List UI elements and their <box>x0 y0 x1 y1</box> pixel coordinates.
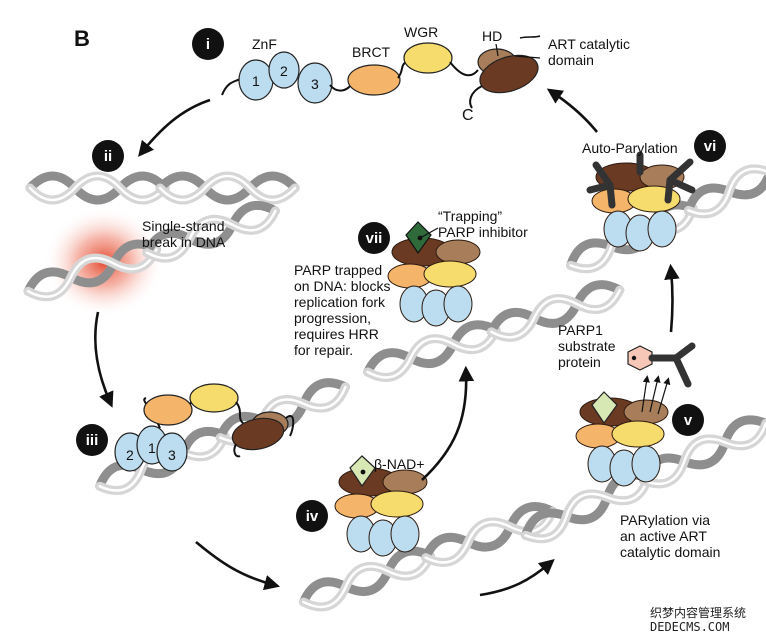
label-c-terminus: C <box>462 107 474 124</box>
step-badge-ii: ii <box>92 140 124 172</box>
art-domain <box>479 54 539 94</box>
iii-znf-3 <box>156 432 188 472</box>
step-iv-nad-complex <box>299 455 556 613</box>
step-badge-v: v <box>672 404 704 436</box>
step-badge-i: i <box>192 28 224 60</box>
wgr-domain <box>403 42 453 74</box>
brct-domain <box>347 64 401 96</box>
step-iii-parp-binding: 2 1 3 <box>95 376 350 498</box>
label-brct: BRCT <box>352 44 391 60</box>
step-badge-iv: iv <box>296 500 328 532</box>
step-badge-vi: vi <box>694 130 726 162</box>
arrow-iv-to-v <box>479 558 555 597</box>
iii-znf-number-3: 3 <box>168 447 176 463</box>
znf-domain-3 <box>297 62 333 104</box>
arrow-vi-to-i <box>546 88 599 133</box>
label-parylation: PARylation via an active ART catalytic d… <box>620 512 721 560</box>
znf-domain-2 <box>268 51 300 89</box>
label-auto-parylation: Auto-Parylation <box>582 140 678 156</box>
label-single-strand-break: Single-strand break in DNA <box>142 218 226 250</box>
step-i-domain-chain: 1 2 3 <box>221 35 541 109</box>
label-art-catalytic-domain: ART catalytic domain <box>548 36 630 68</box>
watermark-line-1: 织梦内容管理系统 <box>650 606 747 620</box>
step-badge-iii: iii <box>76 424 108 456</box>
arrow-ii-to-iii <box>94 311 114 408</box>
iii-brct <box>143 394 193 426</box>
step-badge-vii: vii <box>358 222 390 254</box>
label-trapping-inhibitor: “Trapping” PARP inhibitor <box>438 208 528 240</box>
znf-number-2: 2 <box>280 63 288 79</box>
step-ii-dna-break <box>24 176 295 317</box>
iii-art <box>231 417 285 451</box>
arrow-v-to-vi <box>664 263 680 333</box>
step-vi-autoparylation <box>566 142 766 276</box>
label-wgr: WGR <box>404 24 439 40</box>
step-vii-trapped <box>364 221 623 383</box>
label-parp1-substrate: PARP1 substrate protein <box>558 322 616 370</box>
iii-znf-number-2: 2 <box>126 447 134 463</box>
step-v-parylation <box>521 342 766 546</box>
arrow-iv-to-vii <box>421 365 475 481</box>
label-hd: HD <box>482 28 503 44</box>
watermark-line-2: DEDECMS.COM <box>650 620 730 634</box>
cycle-arrows <box>94 88 680 597</box>
iii-znf-number-1: 1 <box>148 440 156 456</box>
label-parp-trapped: PARP trapped on DNA: blocks replication … <box>294 262 391 358</box>
znf-number-1: 1 <box>252 73 260 89</box>
znf-number-3: 3 <box>311 76 319 92</box>
label-beta-nad: β-NAD+ <box>374 456 425 472</box>
arrow-iii-to-iv <box>195 541 281 591</box>
arrow-i-to-ii <box>138 98 211 157</box>
substrate-protein-hexagon <box>627 345 653 371</box>
label-znf: ZnF <box>252 36 277 52</box>
panel-letter: B <box>74 26 90 51</box>
iii-wgr <box>189 383 239 413</box>
v-nad-diamond <box>591 391 618 425</box>
